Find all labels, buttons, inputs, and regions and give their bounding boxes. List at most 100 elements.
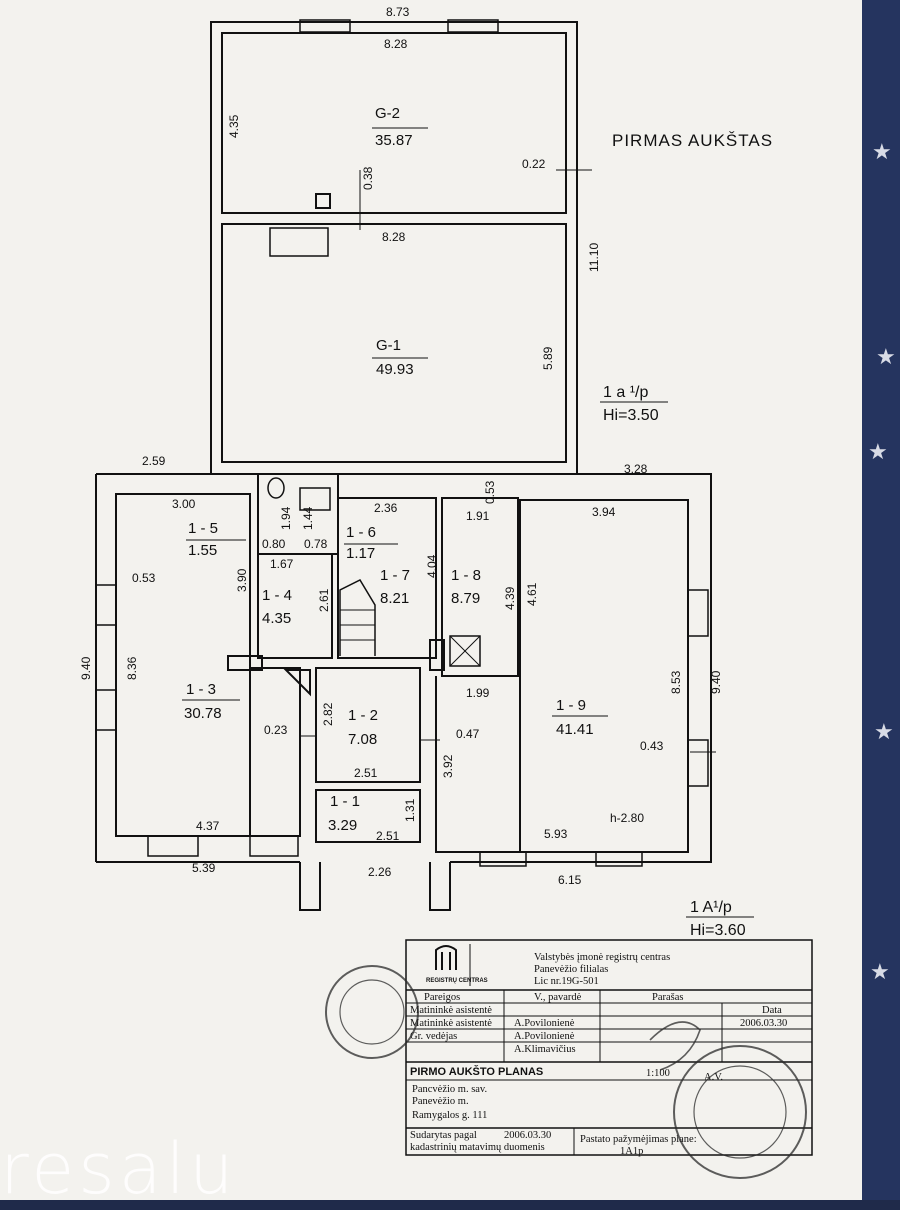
prepared-label: Sudarytas pagal [410,1130,477,1141]
dimension-label: 0.43 [640,739,664,753]
dimension-label: 2.61 [317,588,331,612]
dimension-label: 3.90 [235,568,249,592]
star-decoration-icon: ★ [872,140,892,165]
dimension-label: 9.40 [709,670,723,694]
room-id-1-2: 1 - 2 [348,707,378,724]
watermark: resalu [0,1128,238,1210]
dimension-label: 4.35 [227,114,241,138]
room-area-1-8: 8.79 [451,590,480,607]
room-1-1-outline [315,789,421,843]
room-g2-outline [221,32,567,214]
sign-initials: A.V. [704,1072,723,1083]
prepared-source: kadastrinių matavimų duomenis [410,1142,545,1153]
dimension-label: 3.92 [441,754,455,778]
dimension-label: 2.82 [321,702,335,726]
dimension-label: 5.93 [544,827,568,841]
left-cadastre-stamp-icon [325,965,419,1059]
row-name: A.Povilonienė [514,1031,575,1042]
dimension-label: 8.73 [386,5,410,19]
row-position: Matininkė asistentė [410,1005,492,1016]
star-decoration-icon: ★ [876,345,896,370]
dimension-label: 11.10 [587,243,601,272]
room-area-1-3: 30.78 [184,705,222,722]
room-id-1-5: 1 - 5 [188,520,218,537]
room-id-g2: G-2 [375,105,400,122]
dimension-label: 5.89 [541,346,555,370]
building-mark-value: 1A1p [620,1146,643,1157]
room-area-1-6: 1.17 [346,545,375,562]
dimension-label: 8.36 [125,656,139,680]
dimension-label: 0.22 [522,157,546,171]
right-cadastre-stamp-icon [673,1045,807,1179]
dimension-label: 2.26 [368,865,392,879]
dimension-label: 4.04 [425,554,439,578]
address-line-2: Panevėžio m. [412,1096,469,1107]
dimension-label: 4.39 [503,586,517,610]
prepared-date: 2006.03.30 [504,1130,551,1141]
dimension-label: 1.91 [466,509,490,523]
garage-outer-wall [210,21,578,475]
column-name-header: V., pavardė [534,992,582,1003]
room-id-1-4: 1 - 4 [262,587,292,604]
row-position: Matininkė asistentė [410,1018,492,1029]
dimension-label: 5.39 [192,861,216,875]
room-height-note: h-2.80 [610,811,644,825]
dimension-label: 1.44 [301,506,315,530]
room-id-1-1: 1 - 1 [330,793,360,810]
address-line-1: Pancvėžio m. sav. [412,1084,487,1095]
column-position-header: Pareigos [424,992,460,1003]
column-date-header: Data [762,1005,782,1016]
org-line-2: Panevėžio filialas [534,964,608,975]
dimension-label: 1.67 [270,557,294,571]
dimension-label: 2.36 [374,501,398,515]
dimension-label: 0.53 [132,571,156,585]
room-area-1-2: 7.08 [348,731,377,748]
org-line-1: Valstybės įmonė registrų centras [534,952,670,963]
column-signature-header: Parašas [652,992,684,1003]
dimension-label: 0.78 [304,537,328,551]
room-id-1-9: 1 - 9 [556,697,586,714]
scale-value: 1:100 [646,1068,670,1079]
star-decoration-icon: ★ [874,720,894,745]
dimension-label: 0.80 [262,537,286,551]
room-1-8-outline [441,497,519,677]
plan-name: PIRMO AUKŠTO PLANAS [410,1065,543,1078]
room-id-1-3: 1 - 3 [186,681,216,698]
level-height-1: Hi=3.50 [603,407,659,424]
room-id-1-7: 1 - 7 [380,567,410,584]
row-position: Gr. vedėjas [410,1031,457,1042]
floor-title: PIRMAS AUKŠTAS [612,131,773,150]
address-line-3: Ramygalos g. 111 [412,1110,487,1121]
row-name: A.Povilonienė [514,1018,575,1029]
dimension-label: 1.99 [466,686,490,700]
room-1-2-outline [315,667,421,783]
dimension-label: 4.61 [525,582,539,606]
room-id-g1: G-1 [376,337,401,354]
room-1-4-outline [257,553,333,659]
room-area-1-1: 3.29 [328,817,357,834]
row-name: A.Klimavičius [514,1044,576,1055]
dimension-label: 4.37 [196,819,220,833]
dimension-label: 1.31 [403,798,417,822]
approval-date: 2006.03.30 [740,1018,787,1029]
dimension-label: 3.28 [624,462,648,476]
room-1-7-outline [337,497,437,659]
dimension-label: 8.28 [384,37,408,51]
room-id-1-6: 1 - 6 [346,524,376,541]
dimension-label: 1.94 [279,506,293,530]
level-height-2: Hi=3.60 [690,922,746,939]
dimension-label: 8.53 [669,670,683,694]
logo-text: REGISTRŲ CENTRAS [426,978,488,984]
dimension-label: 0.23 [264,723,288,737]
plan-sheet [0,0,862,1200]
dimension-label: 2.51 [354,766,378,780]
dimension-label: 2.51 [376,829,400,843]
dimension-label: 6.15 [558,873,582,887]
room-1-9-outline [519,499,689,853]
level-code-2: 1 A¹/p [690,899,732,916]
building-mark-label: Pastato pažymėjimas plane: [580,1134,697,1145]
room-area-g2: 35.87 [375,132,413,149]
star-decoration-icon: ★ [868,440,888,465]
room-g1-outline [221,223,567,463]
